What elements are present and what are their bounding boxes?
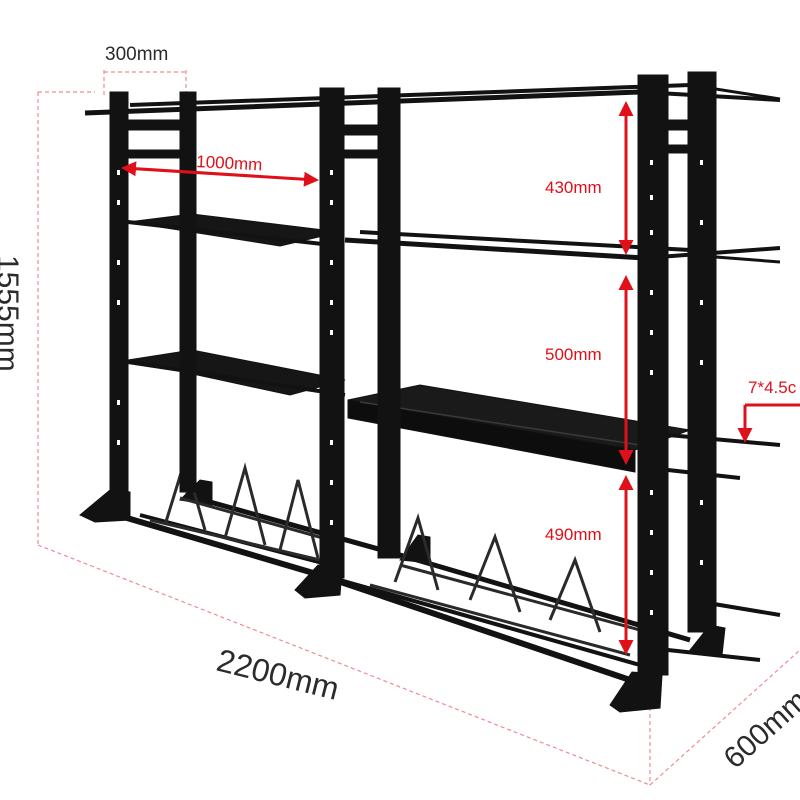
bay-width-label: 1000mm [196, 152, 263, 174]
peg [667, 468, 741, 480]
left-shelf-upper [127, 213, 341, 248]
ball-cradle [548, 555, 602, 633]
depth-guide-line [649, 649, 800, 786]
ball-cradle [278, 479, 320, 559]
upright-left-front [109, 91, 197, 513]
side-pegs [667, 253, 781, 662]
depth-label: 600mm [718, 684, 800, 775]
ball-cradle [468, 532, 522, 613]
peg [667, 648, 761, 662]
length-guide-line [37, 544, 651, 786]
upright-holes [117, 160, 703, 615]
peg-size-label: 7*4.5c [748, 378, 797, 397]
rack-base [79, 479, 726, 713]
peg [667, 433, 781, 447]
ball-cradles [149, 454, 641, 657]
ball-cradle [393, 513, 440, 591]
total-height-label: 1555mm [0, 255, 24, 372]
upright-right [637, 71, 717, 676]
peg [689, 253, 781, 264]
top-width-label: 300mm [105, 44, 168, 65]
total-length-label: 2200mm [213, 642, 343, 707]
bay-width-arrow [121, 161, 319, 187]
tier1-label: 430mm [545, 178, 602, 197]
foot-plate [609, 671, 663, 713]
red-dimension-arrows [121, 101, 800, 655]
dimension-guides [37, 70, 800, 786]
left-shelf-lower [127, 349, 346, 397]
tier3-label: 490mm [545, 525, 602, 544]
peg [689, 598, 781, 617]
storage-rack [79, 71, 781, 713]
tier2-label: 500mm [545, 345, 602, 364]
